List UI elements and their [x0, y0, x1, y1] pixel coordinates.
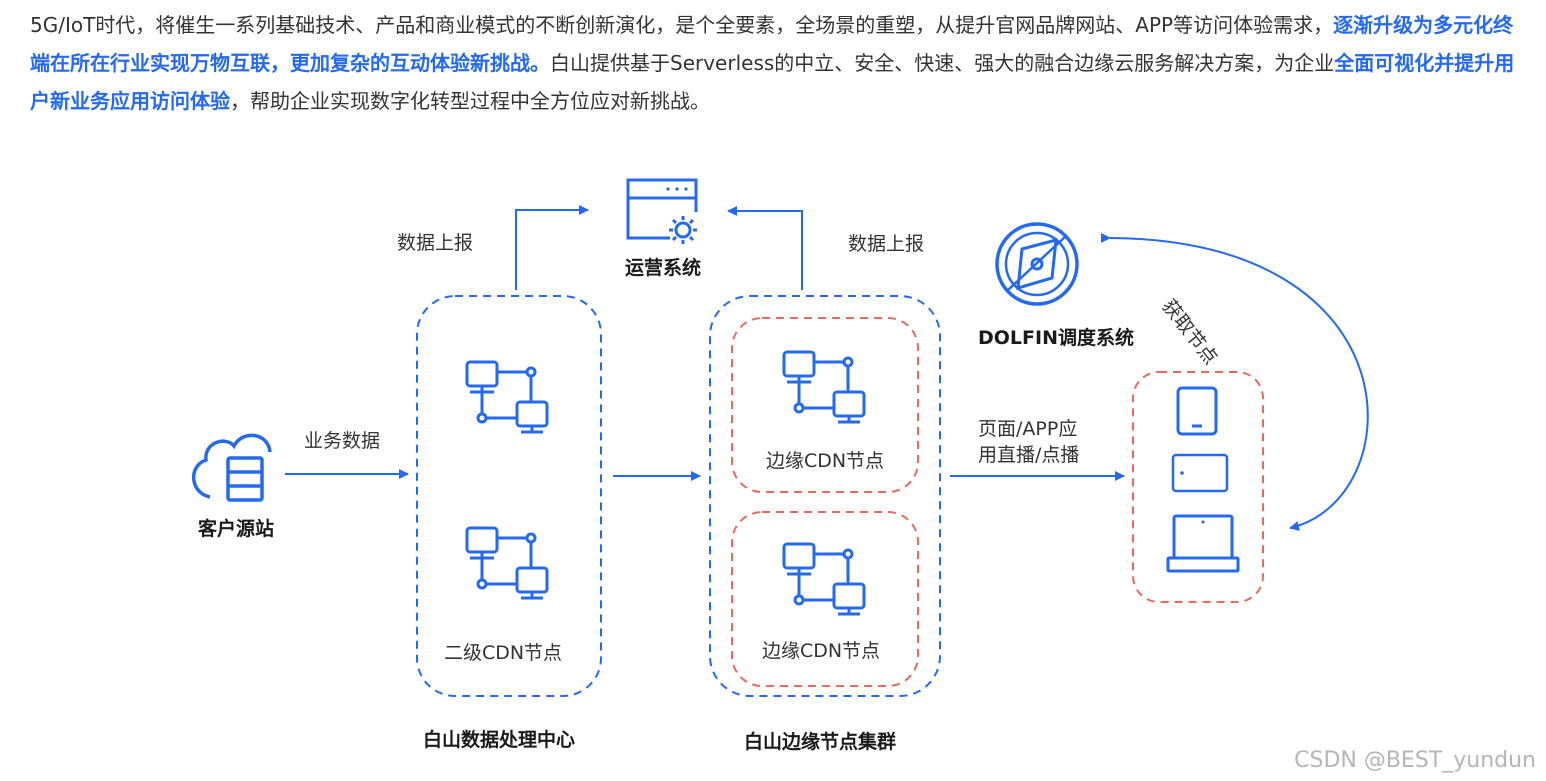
intro-highlight-2: 全面可视化并提升用户新业务应用访问体验	[30, 51, 1515, 113]
compass-icon	[995, 222, 1079, 306]
report-label-right: 数据上报	[848, 233, 925, 255]
edge-node-top-label: 边缘CDN节点	[765, 450, 885, 472]
intro-highlight-1: 逐渐升级为多元化终端在所在行业实现万物互联，更加复杂的互动体验新挑战。	[30, 13, 1514, 75]
ops-system-icon	[626, 178, 698, 244]
edge-node-top-box	[731, 317, 919, 493]
dolfin-label: DOLFIN调度系统	[978, 327, 1134, 349]
origin-label: 客户源站	[197, 518, 275, 540]
intro-text-2: 白山提供基于Serverless的中立、安全、快速、强大的融合边缘云服务解决方案…	[550, 51, 1335, 75]
secondary-node-label: 二级CDN节点	[443, 642, 563, 664]
laptop-icon	[1166, 514, 1240, 573]
network-node-icon-edge-bottom	[782, 542, 866, 616]
business-data-label: 业务数据	[304, 430, 381, 452]
arrow-report-left	[515, 205, 589, 290]
intro-paragraph: 5G/IoT时代，将催生一系列基础技术、产品和商业模式的不断创新演化，是个全要素…	[30, 6, 1530, 120]
network-node-icon-dc-bottom	[465, 526, 549, 600]
edge-cluster-box	[709, 295, 941, 697]
edge-cluster-label: 白山边缘节点集群	[743, 731, 897, 753]
ops-system-label: 运营系统	[624, 257, 702, 279]
intro-text-1: 5G/IoT时代，将催生一系列基础技术、产品和商业模式的不断创新演化，是个全要素…	[30, 13, 1334, 37]
report-label-left: 数据上报	[397, 232, 474, 254]
tablet-icon	[1176, 386, 1218, 436]
watermark: CSDN @BEST_yundun	[1294, 748, 1536, 773]
origin-server-icon	[191, 433, 272, 502]
data-center-label: 白山数据处理中心	[422, 729, 576, 751]
delivery-label-line2: 用直播/点播	[978, 444, 1080, 466]
client-devices-box	[1132, 371, 1264, 603]
delivery-label-line1: 页面/APP应	[978, 418, 1078, 440]
edge-node-bottom-box	[731, 511, 919, 687]
arrow-report-right	[727, 206, 803, 290]
data-center-box	[416, 295, 602, 697]
network-node-icon-dc-top	[465, 360, 549, 434]
edge-node-bottom-label: 边缘CDN节点	[761, 640, 881, 662]
intro-text-3: ，帮助企业实现数字化转型过程中全方位应对新挑战。	[230, 89, 710, 113]
network-node-icon-edge-top	[782, 350, 866, 424]
phone-landscape-icon	[1171, 453, 1229, 493]
arrow-fetch-node	[1100, 232, 1369, 531]
